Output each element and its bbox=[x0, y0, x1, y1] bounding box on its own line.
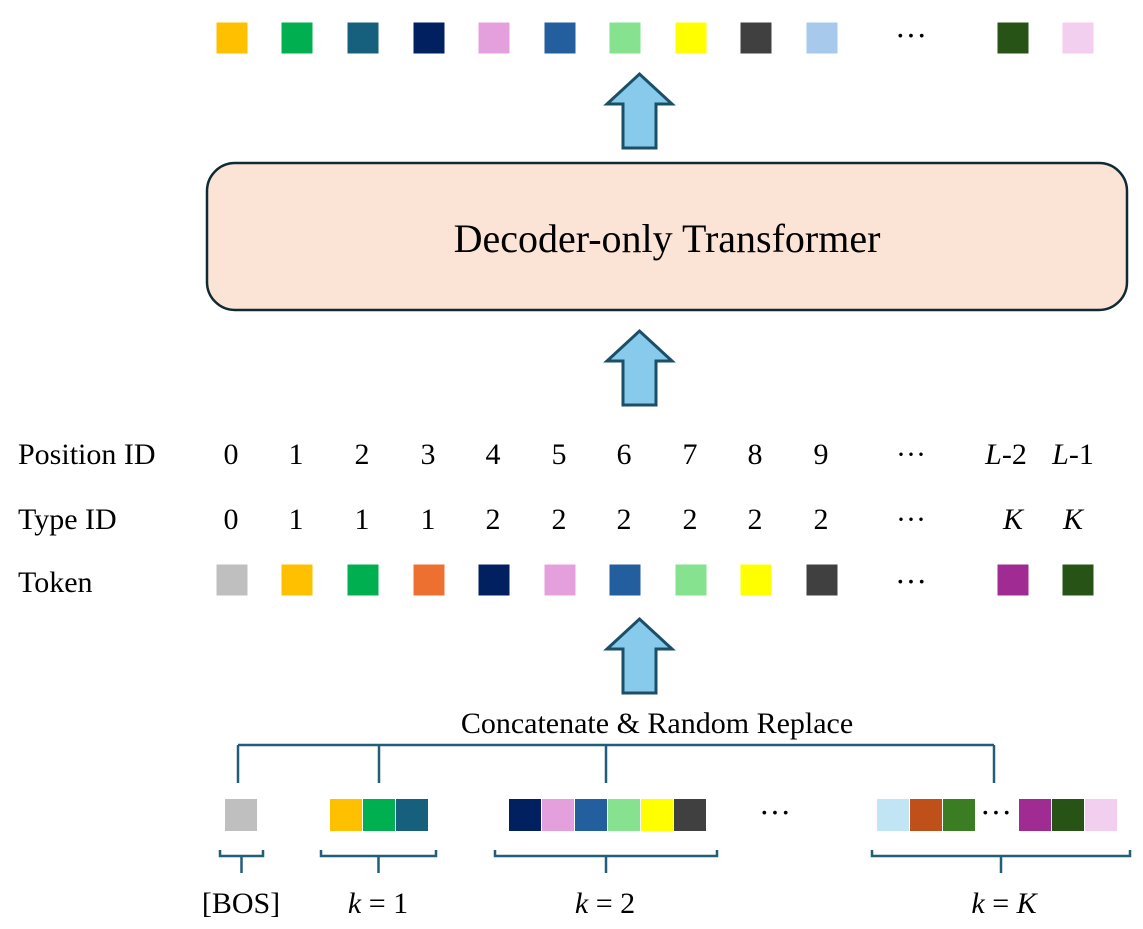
concat-bracket bbox=[236, 743, 996, 783]
position-id-value: 5 bbox=[552, 438, 567, 471]
output-up-arrow bbox=[603, 71, 676, 150]
segment-bos-square bbox=[225, 799, 257, 831]
output-ellipsis: ··· bbox=[895, 17, 927, 53]
segment-kK-square bbox=[1052, 799, 1084, 831]
segment-kK-ellipsis: ··· bbox=[980, 794, 1012, 830]
token-square bbox=[216, 564, 248, 596]
segment-k2-square bbox=[575, 799, 607, 831]
output-token-square bbox=[478, 22, 510, 54]
type-id-ellipsis: ··· bbox=[896, 503, 926, 536]
type-id-value: 2 bbox=[748, 503, 763, 536]
segment-k2-square bbox=[608, 799, 640, 831]
token-ellipsis: ··· bbox=[895, 563, 927, 599]
token-square bbox=[544, 564, 576, 596]
concat-label: Concatenate & Random Replace bbox=[461, 707, 853, 740]
type-id-value: 1 bbox=[289, 503, 304, 536]
type-id-label: Type ID bbox=[18, 503, 117, 536]
segment-k1-square bbox=[363, 799, 395, 831]
segment-label-k2: k = 2 bbox=[575, 887, 635, 920]
token-square bbox=[347, 564, 379, 596]
segment-k2-square bbox=[542, 799, 574, 831]
output-token-square bbox=[609, 22, 641, 54]
token-square bbox=[997, 564, 1029, 596]
segment-label-kK: k = K bbox=[971, 887, 1038, 920]
token-square bbox=[675, 564, 707, 596]
segment-label-bos: [BOS] bbox=[202, 887, 280, 920]
position-id-value: 9 bbox=[814, 438, 829, 471]
position-id-value: 0 bbox=[224, 438, 239, 471]
type-id-value: 2 bbox=[814, 503, 829, 536]
position-id-value: 8 bbox=[748, 438, 763, 471]
position-id-value: 1 bbox=[289, 438, 304, 471]
position-id-value: 7 bbox=[683, 438, 698, 471]
type-id-value: 0 bbox=[224, 503, 239, 536]
position-id-value: 3 bbox=[421, 438, 436, 471]
token-square bbox=[281, 564, 313, 596]
token-row-squares bbox=[216, 564, 1094, 596]
type-id-value: 2 bbox=[552, 503, 567, 536]
type-id-value: 1 bbox=[355, 503, 370, 536]
segment-k2-square bbox=[674, 799, 706, 831]
segment-kK-square bbox=[910, 799, 942, 831]
transformer-label: Decoder-only Transformer bbox=[454, 216, 881, 261]
segment-squares bbox=[225, 799, 1117, 831]
token-square bbox=[478, 564, 510, 596]
output-token-square bbox=[413, 22, 445, 54]
type-id-value: 2 bbox=[683, 503, 698, 536]
segments-ellipsis: ··· bbox=[759, 794, 791, 830]
output-token-square bbox=[216, 22, 248, 54]
output-token-square bbox=[347, 22, 379, 54]
token-square bbox=[806, 564, 838, 596]
segment-kK-square bbox=[943, 799, 975, 831]
type-id-values: 0 1 1 1 2 2 2 2 2 2 bbox=[224, 503, 829, 536]
type-id-tail-1: K bbox=[1002, 503, 1025, 536]
segment-k1-square bbox=[330, 799, 362, 831]
token-square bbox=[413, 564, 445, 596]
output-token-square bbox=[281, 22, 313, 54]
position-id-label: Position ID bbox=[18, 438, 156, 471]
type-id-tail-2: K bbox=[1062, 503, 1085, 536]
segment-k2-square bbox=[509, 799, 541, 831]
token-square bbox=[1062, 564, 1094, 596]
output-token-square bbox=[1062, 22, 1094, 54]
position-id-tail-1: L-2 bbox=[984, 438, 1027, 471]
segment-kK-square bbox=[877, 799, 909, 831]
position-id-ellipsis: ··· bbox=[896, 438, 926, 471]
type-id-value: 1 bbox=[421, 503, 436, 536]
brace-bos bbox=[218, 850, 265, 873]
output-token-square bbox=[740, 22, 772, 54]
position-id-value: 6 bbox=[617, 438, 632, 471]
token-label: Token bbox=[18, 566, 93, 599]
brace-k1 bbox=[319, 850, 438, 873]
type-id-value: 2 bbox=[486, 503, 501, 536]
concat-up-arrow bbox=[603, 616, 676, 695]
input-up-arrow bbox=[603, 328, 676, 407]
segment-label-k1: k = 1 bbox=[348, 887, 408, 920]
transformer-box bbox=[205, 161, 1129, 312]
segment-kK-square bbox=[1085, 799, 1117, 831]
position-id-values: 0 1 2 3 4 5 6 7 8 9 bbox=[224, 438, 829, 471]
brace-k2 bbox=[493, 850, 719, 873]
type-id-value: 2 bbox=[617, 503, 632, 536]
output-token-row bbox=[216, 22, 1094, 54]
segment-kK-square bbox=[1019, 799, 1051, 831]
segment-braces bbox=[218, 850, 1132, 873]
output-token-square bbox=[544, 22, 576, 54]
output-token-square bbox=[997, 22, 1029, 54]
token-square bbox=[740, 564, 772, 596]
position-id-tail-2: L-1 bbox=[1051, 438, 1094, 471]
position-id-value: 2 bbox=[355, 438, 370, 471]
position-id-value: 4 bbox=[486, 438, 501, 471]
segment-k1-square bbox=[396, 799, 428, 831]
output-token-square bbox=[675, 22, 707, 54]
output-token-square bbox=[806, 22, 838, 54]
segment-k2-square bbox=[641, 799, 673, 831]
token-square bbox=[609, 564, 641, 596]
brace-kK bbox=[870, 850, 1132, 873]
